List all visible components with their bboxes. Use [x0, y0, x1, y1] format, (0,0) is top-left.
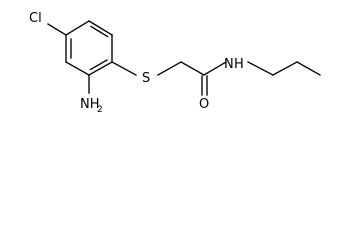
ring-double-bond-2	[89, 59, 108, 71]
bond-sulfur-to-methylene	[157, 61, 182, 76]
amino-nitrogen-label: NH	[80, 97, 100, 112]
amide-hydrogen-label: H	[234, 57, 244, 72]
molecule-structure: Cl NH 2 S O N H	[29, 11, 321, 115]
chlorine-label: Cl	[29, 11, 42, 26]
bond-ring-to-chlorine	[47, 23, 67, 36]
bond-ring-to-sulfur	[111, 61, 137, 76]
ring-bond-top-left	[65, 20, 90, 36]
bond-nitrogen-to-propyl-c1	[247, 61, 274, 76]
bond-methylene-to-carbonyl	[180, 61, 205, 76]
ring-double-bond-1	[90, 25, 109, 38]
bond-carbonyl-to-nitrogen	[203, 61, 227, 76]
ring-bond-top-right	[88, 20, 113, 36]
bond-propyl-c2-to-c3	[296, 61, 321, 76]
ring-bond-bottom-left	[65, 61, 90, 76]
sulfur-label: S	[142, 71, 150, 86]
carbonyl-oxygen-label: O	[199, 97, 209, 112]
ring-bond-bottom-right	[88, 61, 113, 76]
bond-propyl-c1-to-c2	[272, 61, 298, 76]
amino-subscript-label: 2	[97, 105, 103, 115]
benzene-ring	[65, 20, 113, 76]
amide-nitrogen-label: N	[224, 57, 234, 72]
